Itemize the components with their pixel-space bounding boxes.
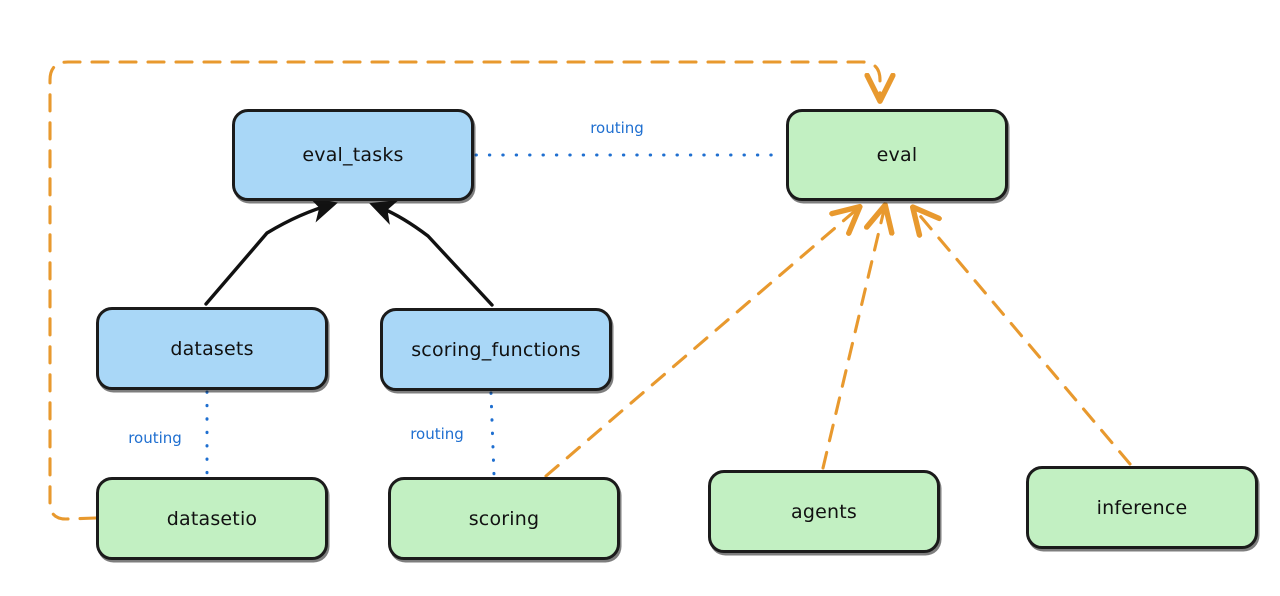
node-eval[interactable]: eval xyxy=(786,109,1008,201)
edge-scoring-functions-to-eval-tasks xyxy=(369,199,494,307)
edge-datasetio-to-eval xyxy=(48,60,880,521)
node-datasets[interactable]: datasets xyxy=(96,307,328,390)
node-label: inference xyxy=(1096,496,1188,519)
node-label: agents xyxy=(791,500,857,523)
node-label: eval xyxy=(876,144,918,166)
edge-datasets-to-eval-tasks xyxy=(204,196,338,306)
node-label: datasetio xyxy=(166,507,258,530)
edge-label-routing-datasets-datasetio: routing xyxy=(128,429,182,447)
node-scoring-functions[interactable]: scoring_functions xyxy=(380,308,612,391)
edge-agents-to-eval xyxy=(821,210,884,470)
node-inference[interactable]: inference xyxy=(1026,466,1258,549)
node-label: datasets xyxy=(170,337,254,360)
edge-scoring-functions-to-scoring-routing xyxy=(489,391,496,477)
edge-label-routing-eval-tasks-eval: routing xyxy=(590,119,644,137)
node-scoring[interactable]: scoring xyxy=(388,477,620,560)
node-datasetio[interactable]: datasetio xyxy=(96,477,328,560)
edge-scoring-to-eval xyxy=(544,210,856,478)
node-eval-tasks[interactable]: eval_tasks xyxy=(232,109,474,201)
node-agents[interactable]: agents xyxy=(708,470,940,553)
node-label: eval_tasks xyxy=(302,144,404,166)
node-label: scoring_functions xyxy=(411,338,581,361)
edge-inference-to-eval xyxy=(916,211,1132,466)
edge-label-routing-scoring-functions-scoring: routing xyxy=(410,425,464,443)
node-label: scoring xyxy=(468,507,540,530)
